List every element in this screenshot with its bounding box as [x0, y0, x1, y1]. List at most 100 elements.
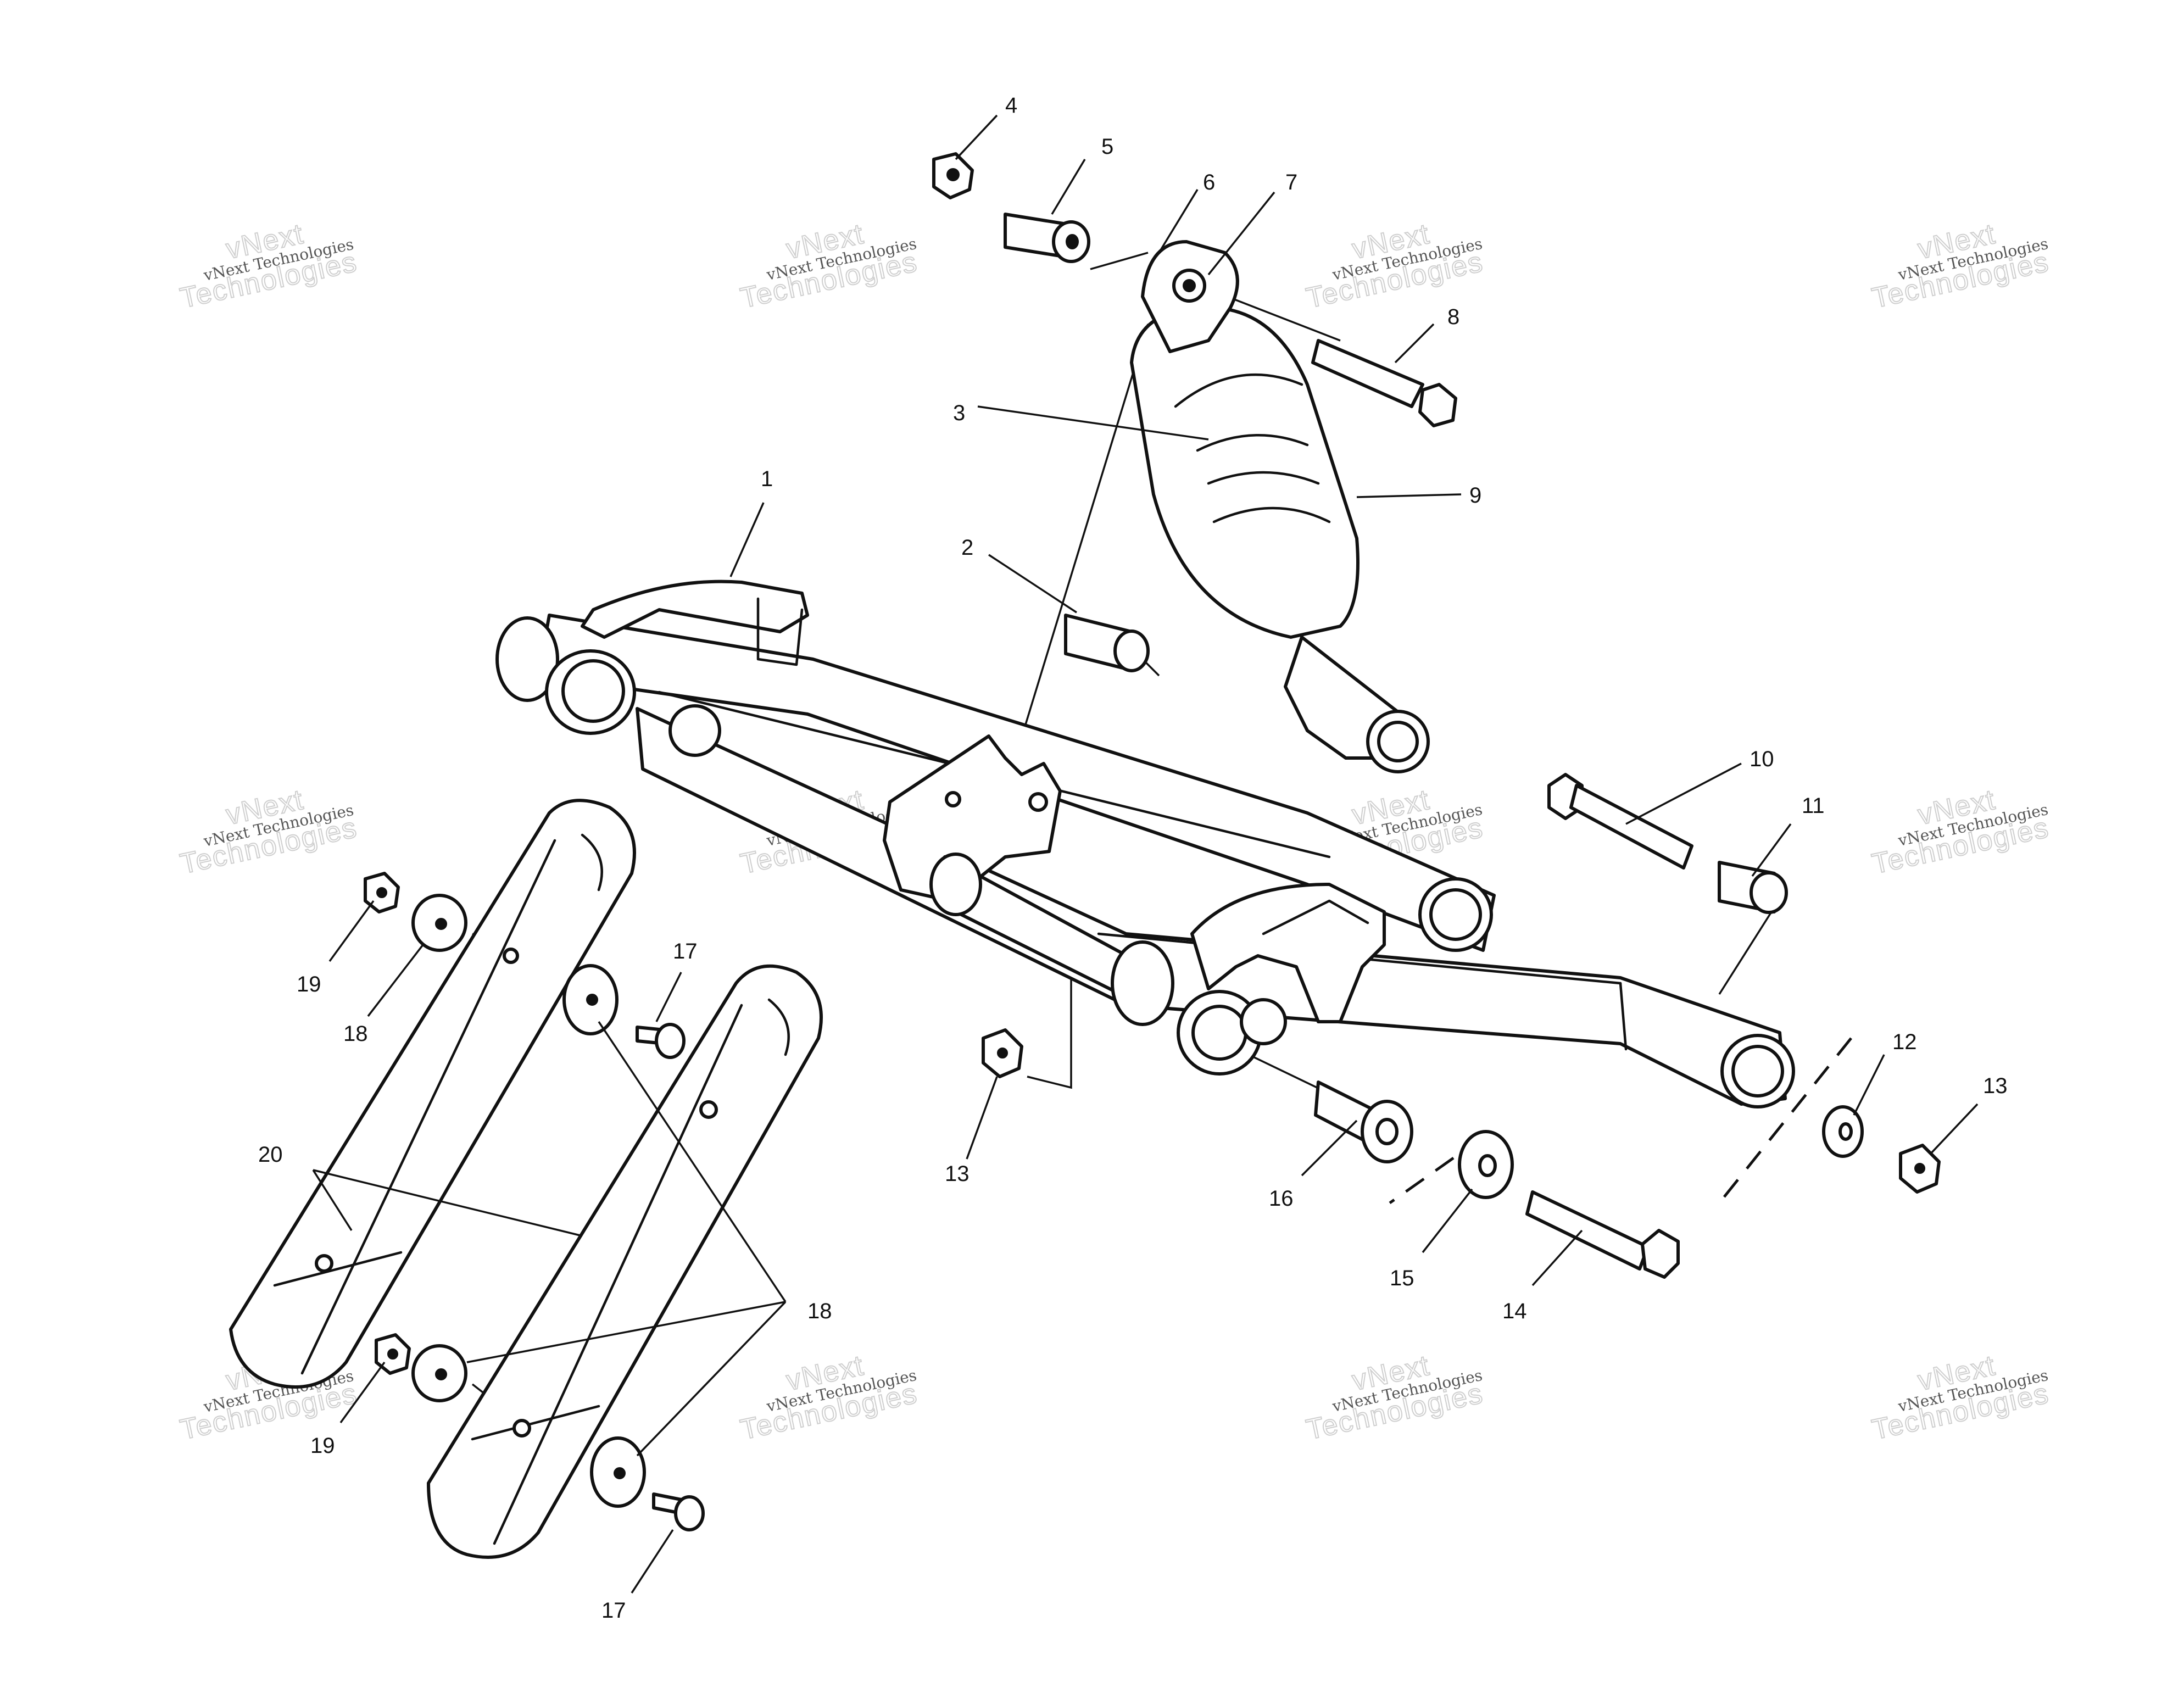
callout-9: 9: [1469, 483, 1481, 508]
arm-rear-tube-bore: [561, 659, 625, 723]
callout-6: 6: [1203, 170, 1215, 194]
bushing-16-bore: [1375, 1118, 1399, 1145]
leader-8: [1394, 323, 1435, 364]
shock-spring-coil-4: [1212, 506, 1331, 523]
callout-16: 16: [1269, 1186, 1294, 1211]
leader-18-upper-left: [367, 944, 424, 1017]
leader-19-lower: [339, 1361, 386, 1424]
watermark: vNext Technologies vNext Technologies: [1303, 218, 1486, 315]
assembly-line-shock-to-arm: [1004, 324, 1149, 792]
arm-rear-tube-outer: [495, 616, 559, 702]
leader-18-to-lower-right: [636, 1301, 787, 1457]
pivot-hole-left: [945, 791, 961, 807]
callout-13-right: 13: [1983, 1074, 2008, 1098]
link-right-loop-top: [767, 998, 790, 1056]
assembly-line-spacer-11: [1718, 911, 1773, 995]
watermark: vNext Technologies vNext Technologies: [737, 1349, 921, 1447]
bolt-17-lower: [652, 1492, 705, 1531]
callout-8: 8: [1447, 305, 1459, 329]
watermark: vNext Technologies vNext Technologies: [177, 218, 360, 315]
bolt-17-head: [674, 1495, 705, 1531]
nut-13-left: [982, 1028, 1023, 1078]
leader-10: [1625, 762, 1742, 825]
washer-12: [1822, 1105, 1864, 1158]
leader-7: [1207, 191, 1275, 276]
callout-19-upper: 19: [297, 972, 321, 996]
arm-front-pivot-bore: [1191, 1005, 1247, 1061]
shock-spring-coil-3: [1207, 471, 1320, 485]
nut-13-left-hole: [997, 1048, 1008, 1059]
nut-13-right-hole: [1914, 1163, 1925, 1174]
bolt-14-head: [1641, 1229, 1680, 1279]
bushing-16: [1314, 1080, 1413, 1163]
nut-4-hole: [946, 168, 960, 181]
watermark: vNext Technologies vNext Technologies: [1869, 783, 2052, 881]
callout-18-upper-left: 18: [343, 1022, 368, 1046]
swing-arm-seam: [1619, 982, 1628, 1051]
leader-14: [1531, 1229, 1583, 1286]
link-right-hole-lower: [512, 1419, 531, 1438]
link-left-hole-lower: [315, 1254, 333, 1273]
nut-19-lower: [375, 1333, 411, 1375]
bolt-17-head: [655, 1023, 686, 1059]
leader-20-to-left-link: [312, 1169, 353, 1231]
arm-cross-tube-cap: [929, 853, 982, 916]
link-right-step: [471, 1405, 600, 1441]
watermark-group: vNext Technologies vNext Technologies vN…: [177, 218, 2052, 1447]
shock-spring-coil-2: [1196, 434, 1309, 452]
leader-18-to-lower-left: [466, 1301, 786, 1363]
spacer-2: [1064, 614, 1150, 672]
washer-15: [1458, 1130, 1514, 1199]
leader-15: [1422, 1188, 1473, 1254]
callout-3: 3: [953, 401, 965, 425]
shock-absorber: [1130, 240, 1430, 773]
callout-17-lower: 17: [601, 1598, 626, 1623]
washer-18-lower-left: [411, 1344, 467, 1402]
bolt-10: [1547, 773, 1693, 870]
leader-20-to-right-link: [313, 1169, 583, 1237]
spacer-5-bore: [1066, 234, 1079, 249]
washer-18-upper-left: [411, 894, 467, 952]
washer-18-hole: [435, 1368, 447, 1380]
callout-17-upper: 17: [673, 939, 698, 963]
callout-1: 1: [761, 467, 773, 491]
link-right: [427, 964, 823, 1559]
watermark: vNext Technologies vNext Technologies: [177, 783, 360, 881]
arm-front-bracket-rib: [1262, 899, 1369, 935]
leader-lines: [312, 114, 1979, 1594]
leader-1: [729, 502, 765, 577]
shock-spring-body: [1130, 306, 1360, 639]
link-left-edge: [300, 839, 556, 1375]
washer-15-hole: [1478, 1154, 1497, 1177]
watermark: vNext Technologies vNext Technologies: [1869, 218, 2052, 315]
link-left: [229, 799, 636, 1389]
washer-18-hole: [614, 1467, 626, 1479]
arm-front-bracket: [1190, 883, 1386, 1023]
shock-spring-coil-1: [1174, 373, 1303, 408]
link-left-step: [273, 1251, 403, 1287]
arm-upper-bracket: [581, 580, 809, 639]
arm-right-lower-bore: [1731, 1045, 1784, 1098]
bolt-14-shank: [1525, 1190, 1650, 1271]
watermark: vNext Technologies vNext Technologies: [1303, 1349, 1486, 1447]
leader-16: [1301, 1119, 1358, 1177]
pivot-hole-right: [1028, 792, 1048, 812]
callout-10: 10: [1750, 747, 1774, 771]
leader-17-upper: [655, 972, 682, 1022]
assembly-line-nut-13: [1027, 945, 1072, 1089]
watermark: vNext Technologies vNext Technologies: [737, 218, 921, 315]
leader-11: [1751, 823, 1792, 877]
arm-front-pivot-outer: [1111, 940, 1174, 1026]
washer-18-lower-right: [590, 1436, 646, 1508]
leader-13-right: [1930, 1103, 1979, 1155]
callout-2: 2: [961, 536, 973, 560]
shock-bottom-bore: [1377, 721, 1419, 762]
callout-13-left: 13: [945, 1162, 970, 1186]
leader-18-to-upper-mid: [598, 1021, 787, 1302]
washer-18-hole: [586, 994, 598, 1006]
link-left-hole-upper: [503, 948, 519, 964]
callout-20: 20: [258, 1143, 283, 1167]
callout-labels: 4 5 6 7 8 3 9 1 2 10 11 12 13 13 16 15 1…: [258, 93, 2008, 1623]
